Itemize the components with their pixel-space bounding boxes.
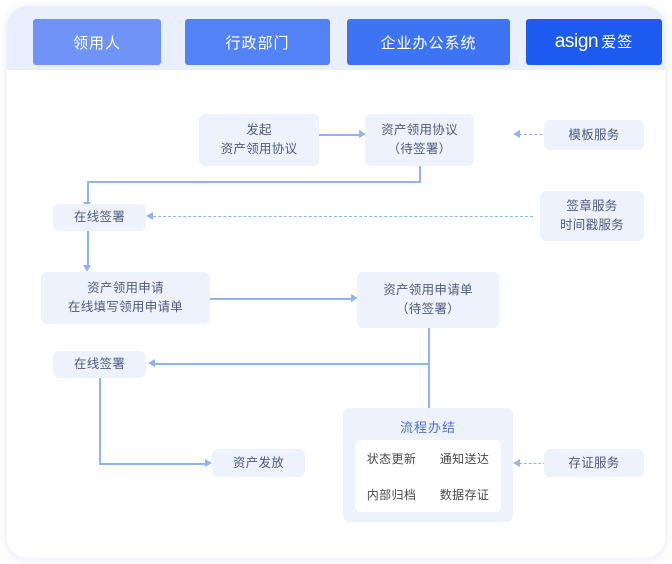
- connector-initiate-to-agreement: [319, 134, 363, 136]
- arrowhead-left: [513, 459, 520, 467]
- arrowhead-down: [83, 265, 91, 272]
- finish-items-card: 状态更新 通知送达 内部归档 数据存证: [355, 440, 501, 512]
- finish-item: 状态更新: [366, 451, 417, 466]
- node-line-1: 资产领用协议: [381, 123, 458, 137]
- node-asset-issue[interactable]: 资产发放: [212, 449, 305, 477]
- node-line-2: 在线填写领用申请单: [67, 300, 184, 314]
- logo-latin: asign: [554, 31, 599, 52]
- node-line-1: 在线签署: [73, 357, 126, 371]
- connector-down-to-sign1: [87, 181, 89, 204]
- tab-label: 行政部门: [225, 34, 290, 52]
- node-agreement-pending[interactable]: 资产领用协议 （待签署）: [365, 114, 474, 166]
- connector-sign1-to-apply: [87, 231, 89, 268]
- connector-apply-to-form: [210, 298, 355, 300]
- tab-label: 领用人: [72, 34, 121, 52]
- connector-form-to-sign2: [155, 363, 429, 365]
- node-line-2: 资产领用协议: [220, 142, 298, 156]
- node-line-1: 存证服务: [568, 455, 620, 470]
- tab-enterprise-office-system[interactable]: 企业办公系统: [347, 19, 510, 65]
- finish-item: 内部归档: [366, 487, 417, 502]
- tab-admin-department[interactable]: 行政部门: [185, 19, 330, 65]
- finish-item: 数据存证: [439, 487, 490, 502]
- connector-agreement-left: [87, 181, 421, 183]
- node-line-2: （待签署）: [395, 302, 460, 316]
- node-line-1: 资产领用申请: [87, 281, 164, 295]
- node-asset-apply[interactable]: 资产领用申请 在线填写领用申请单: [41, 272, 210, 324]
- node-process-finish[interactable]: 流程办结 状态更新 通知送达 内部归档 数据存证: [343, 408, 513, 522]
- node-seal-timestamp-service[interactable]: 签章服务 时间戳服务: [540, 191, 644, 241]
- diagram-card: 领用人 行政部门 企业办公系统 asign 爱签 发: [7, 6, 665, 558]
- node-apply-form-pending[interactable]: 资产领用申请单 （待签署）: [357, 272, 499, 328]
- arrowhead-left: [513, 130, 520, 138]
- node-initiate-agreement[interactable]: 发起 资产领用协议: [199, 114, 319, 166]
- node-line-1: 模板服务: [568, 127, 620, 142]
- connector-template-service: [519, 134, 563, 135]
- node-sign-online-2[interactable]: 在线签署: [53, 351, 146, 378]
- tab-recipient[interactable]: 领用人: [33, 19, 161, 65]
- node-line-1: 签章服务: [566, 199, 618, 213]
- node-line-1: 发起: [246, 123, 272, 137]
- connector-form-to-finish: [428, 328, 430, 416]
- node-line-1: 资产领用申请单: [383, 283, 473, 297]
- node-line-2: 时间戳服务: [559, 218, 624, 232]
- logo-cn: 爱签: [601, 34, 634, 51]
- node-template-service[interactable]: 模板服务: [544, 120, 644, 150]
- arrowhead-right: [351, 294, 358, 302]
- finish-title: 流程办结: [399, 420, 456, 435]
- node-evidence-service[interactable]: 存证服务: [544, 449, 644, 477]
- connector-sign2-down: [99, 378, 101, 464]
- node-line-1: 在线签署: [73, 210, 126, 224]
- finish-item: 通知送达: [439, 451, 490, 466]
- arrowhead-left: [146, 212, 153, 220]
- tab-label: 企业办公系统: [380, 34, 477, 52]
- arrowhead-left: [148, 359, 155, 367]
- connector-evidence-service: [519, 463, 551, 464]
- connector-seal-service: [153, 216, 533, 217]
- arrowhead-right: [359, 130, 366, 138]
- node-line-1: 资产发放: [232, 455, 285, 470]
- connector-sign2-to-issue: [99, 463, 209, 465]
- node-sign-online-1[interactable]: 在线签署: [53, 204, 146, 231]
- arrowhead-right: [205, 459, 212, 467]
- node-line-2: （待签署）: [387, 142, 452, 156]
- asign-logo: asign 爱签: [555, 31, 633, 53]
- tab-asign-brand[interactable]: asign 爱签: [526, 19, 662, 65]
